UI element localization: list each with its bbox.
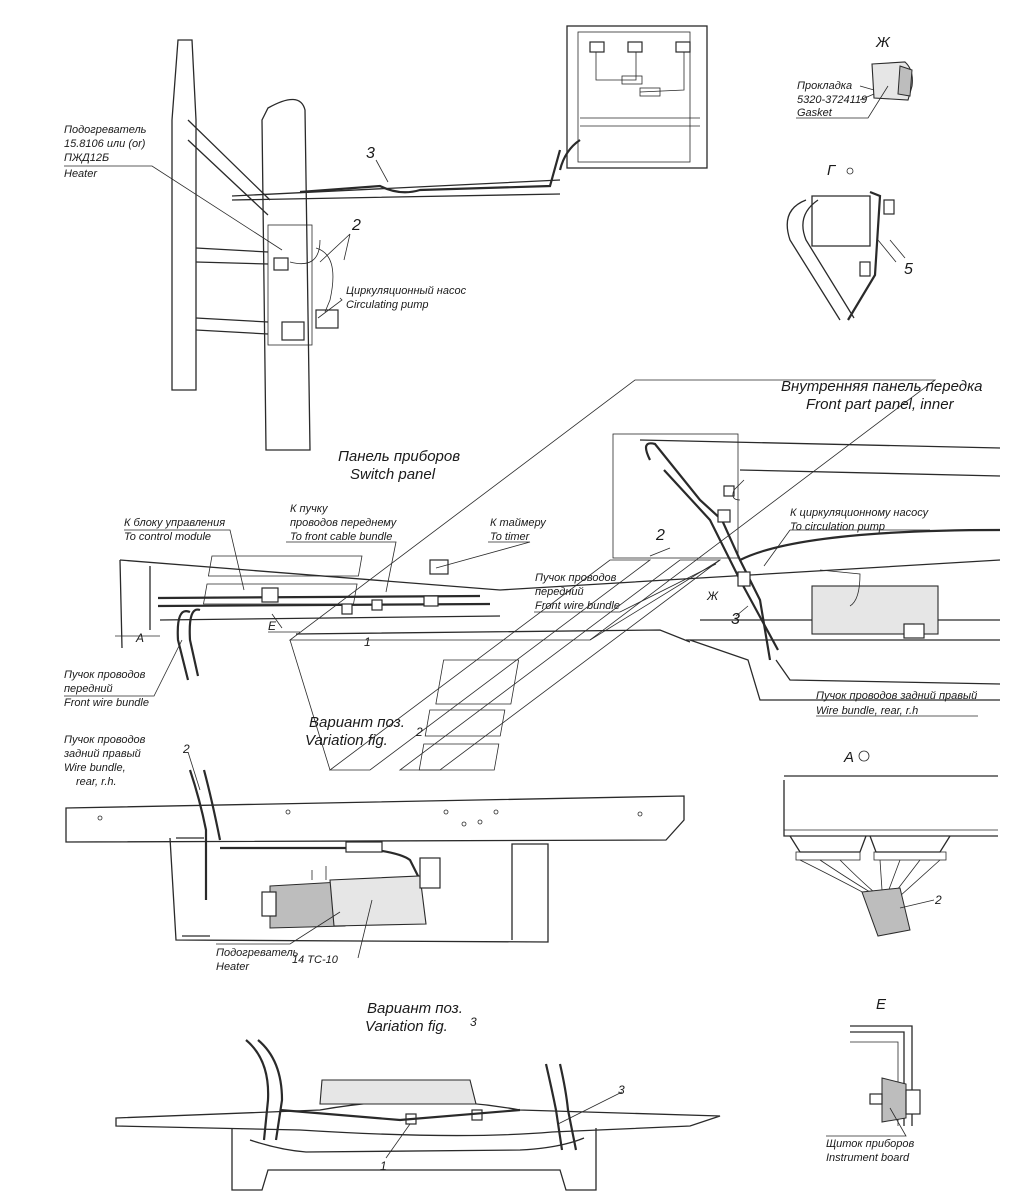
heater-top-label-ru-3: ПЖД12Б [64,152,110,164]
view-e-detail [850,1025,921,1126]
callout-2-panel: 2 [656,527,665,544]
variant-3-drawing [115,1039,721,1191]
control-module-label-en: To control module [124,531,212,543]
instrument-board-label-ru: Щиток приборов [826,1138,915,1150]
variant-2-drawing [65,769,685,943]
variant-3-title-ru: Вариант поз. [367,1000,463,1017]
front-wire-label-ru-1: Пучок проводов [535,572,617,584]
view-g-detail [786,190,906,321]
view-a-marker [858,750,870,762]
variant-3-title-en: Variation fig. [365,1018,448,1035]
view-a-detail [783,775,998,937]
heater-bottom-label-ru: Подогреватель [216,947,299,959]
callout-2-variant: 2 [183,742,190,756]
rear-left-label-en-1: Wire bundle, [64,762,126,774]
inner-panel-title-ru: Внутренняя панель передка [781,378,983,395]
gasket-label-en: Gasket [797,107,832,119]
callout-3-panel: 3 [731,611,740,628]
switch-panel-drawing [115,379,1001,771]
instrument-board-label-en: Instrument board [826,1152,910,1164]
callout-3-variant-title: 3 [470,1015,477,1029]
battery-box-drawing [558,25,708,171]
timer-label-en: To timer [490,531,530,543]
callout-1-variant: 1 [380,1159,387,1173]
callout-2-top: 2 [352,217,361,234]
mark-a: А [136,631,145,645]
front-wire-label-ru-2: передний [535,586,584,598]
heater-top-label-ru-2: 15.8106 или (or) [64,138,146,150]
view-e-title: Е [876,996,887,1013]
view-a-title: А [844,749,855,766]
variant-2-title-ru: Вариант поз. [309,714,405,731]
heater-bottom-model: 14 ТС-10 [292,954,338,966]
view-g-title: Г [827,162,836,179]
circ-pump-label-en: To circulation pump [790,521,885,533]
switch-panel-title-en: Switch panel [350,466,436,483]
switch-panel-title-ru: Панель приборов [338,448,461,465]
mark-e: Е [268,619,277,633]
circ-pump-label-ru: К циркуляционному насосу [790,507,929,519]
gasket-part-number: 5320-3724119 [797,94,868,106]
inner-panel-drawing [612,433,1001,701]
pump-label-ru: Циркуляционный насос [346,285,467,297]
mark-zh: Ж [707,589,719,603]
heater-top-label-ru-1: Подогреватель [64,124,147,136]
callout-3-variant: 3 [618,1083,625,1097]
rear-left-label-ru-1: Пучок проводов [64,734,146,746]
front-wire-left-label-ru-2: передний [64,683,113,695]
view-g-marker [846,167,854,175]
callout-3-top: 3 [366,145,375,162]
front-wire-left-label-ru-1: Пучок проводов [64,669,146,681]
pump-label-en: Circulating pump [346,299,429,311]
rear-left-label-ru-2: задний правый [64,748,141,760]
inner-panel-title-en: Front part panel, inner [806,396,954,413]
front-bundle-label-en: To front cable bundle [290,531,393,543]
leader-lines [64,85,978,1159]
rear-left-label-en-2: rear, r.h. [76,776,117,788]
view-zh-title: Ж [876,34,890,51]
variant-2-title-en: Variation fig. [305,732,388,749]
front-bundle-label-ru-1: К пучку [290,503,328,515]
rear-rh-label-ru: Пучок проводов задний правый [816,690,978,702]
callout-1-panel: 1 [364,635,371,649]
front-bundle-label-ru-2: проводов переднему [290,517,397,529]
gasket-label-ru: Прокладка [797,80,853,92]
rear-rh-label-en: Wire bundle, rear, r.h [816,705,919,717]
callout-2-view-a: 2 [935,893,942,907]
view-zh-gasket [859,61,913,101]
timer-label-ru: К таймеру [490,517,546,529]
heater-bottom-label-en: Heater [216,961,250,973]
front-wire-label-en: Front wire bundle [535,600,620,612]
callout-2-variant-title: 2 [416,725,423,739]
top-frame-drawing [171,39,562,451]
heater-top-label-en: Heater [64,168,98,180]
callout-5: 5 [904,261,913,278]
front-wire-left-label-en: Front wire bundle [64,697,149,709]
control-module-label-ru: К блоку управления [124,517,226,529]
